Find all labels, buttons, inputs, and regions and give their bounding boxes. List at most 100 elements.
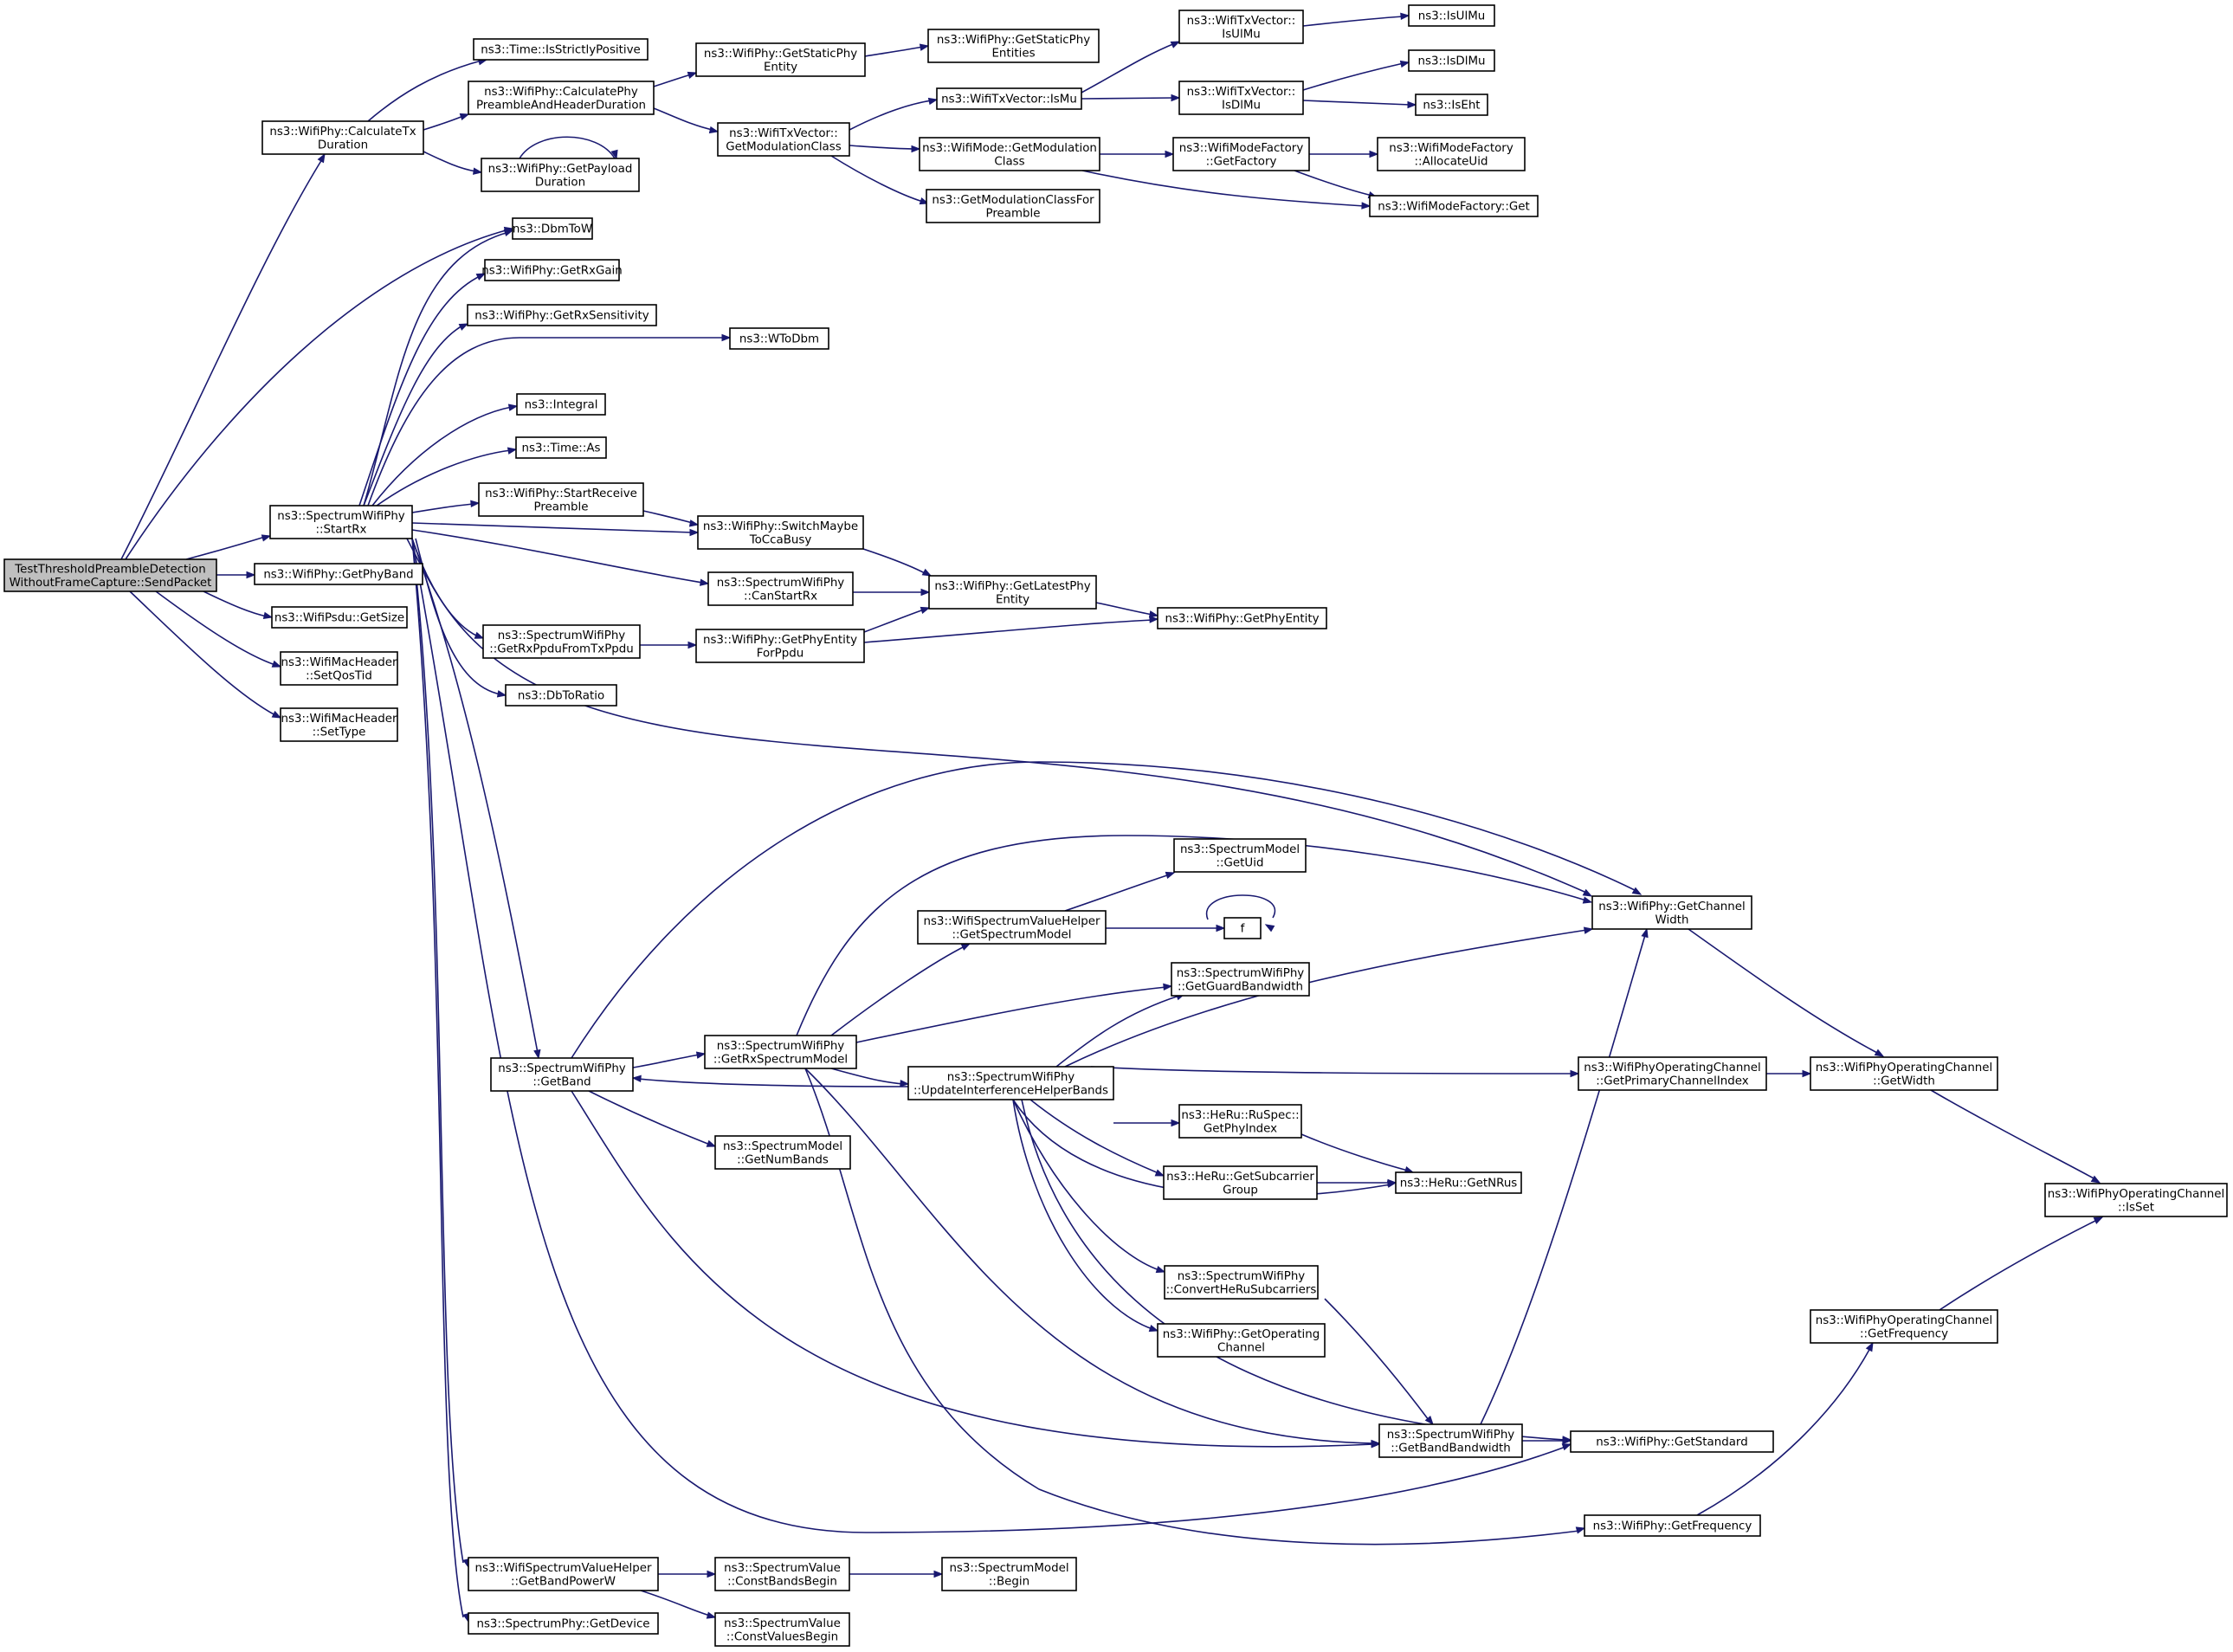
arrowhead-icon xyxy=(688,519,700,527)
edge-startRxS-to-wToDbm xyxy=(367,333,732,507)
node-cvb[interactable]: ns3::SpectrumValue::ConstValuesBegin xyxy=(714,1612,850,1647)
node-label: Width xyxy=(1655,913,1689,926)
node-cbb[interactable]: ns3::SpectrumValue::ConstBandsBegin xyxy=(714,1557,850,1591)
node-nRus[interactable]: ns3::HeRu::GetNRus xyxy=(1395,1171,1522,1194)
edge-txIsDlMu-to-isDlMu xyxy=(1302,60,1410,91)
node-wsvhModel[interactable]: ns3::WifiSpectrumValueHelper::GetSpectru… xyxy=(917,910,1107,945)
node-label: ns3::HeRu::GetSubcarrier xyxy=(1166,1171,1314,1184)
node-label: IsUlMu xyxy=(1222,28,1261,41)
node-guardBw[interactable]: ns3::SpectrumWifiPhy::GetGuardBandwidth xyxy=(1171,962,1310,997)
node-convHeRu[interactable]: ns3::SpectrumWifiPhy::ConvertHeRuSubcarr… xyxy=(1164,1265,1319,1300)
node-opWidth[interactable]: ns3::WifiPhyOperatingChannel::GetWidth xyxy=(1810,1056,1998,1091)
edge-txModClass-to-txIsMu xyxy=(849,97,939,131)
node-label: ::IsSet xyxy=(2118,1201,2154,1214)
node-txIsUlMu[interactable]: ns3::WifiTxVector::IsUlMu xyxy=(1178,10,1304,44)
node-smUid[interactable]: ns3::SpectrumModel::GetUid xyxy=(1173,838,1307,873)
arrowhead-icon xyxy=(1165,150,1175,158)
node-phyEntity[interactable]: ns3::WifiPhy::GetPhyEntity xyxy=(1157,607,1327,629)
edge-startRxS-to-rxSens xyxy=(363,323,469,507)
arrowhead-icon xyxy=(927,97,939,106)
edge-updIhb-to-subGroup xyxy=(1029,1099,1165,1177)
node-startRxS[interactable]: ns3::SpectrumWifiPhy::StartRx xyxy=(269,505,413,539)
node-primIdx[interactable]: ns3::WifiPhyOperatingChannel::GetPrimary… xyxy=(1578,1056,1767,1091)
node-txModClass[interactable]: ns3::WifiTxVector::GetModulationClass xyxy=(717,122,850,157)
node-label: ns3::WifiPhyOperatingChannel xyxy=(1816,1314,1993,1327)
edge-root-to-calcTx xyxy=(120,152,326,560)
node-calcPre[interactable]: ns3::WifiPhy::CalculatePhyPreambleAndHea… xyxy=(468,81,655,115)
node-rxGain[interactable]: ns3::WifiPhy::GetRxGain xyxy=(481,259,623,281)
node-label: ::SetType xyxy=(313,726,366,739)
edge-switchCca-to-latestPhy xyxy=(862,548,933,577)
arrowhead-icon xyxy=(1154,1169,1165,1177)
node-txIsMu[interactable]: ns3::WifiTxVector::IsMu xyxy=(936,87,1082,110)
arrowhead-icon xyxy=(1399,60,1410,68)
node-getStd[interactable]: ns3::WifiPhy::GetStandard xyxy=(1570,1430,1774,1453)
edge-modeModClass-to-getFactory xyxy=(1100,150,1175,158)
node-rxModel[interactable]: ns3::SpectrumWifiPhy::GetRxSpectrumModel xyxy=(704,1035,857,1069)
arrowhead-icon xyxy=(271,660,282,668)
node-getPhyBand[interactable]: ns3::WifiPhy::GetPhyBand xyxy=(254,563,423,585)
node-allocUid[interactable]: ns3::WifiModeFactory::AllocateUid xyxy=(1377,137,1526,171)
node-label: ns3::HeRu::RuSpec:: xyxy=(1181,1109,1299,1122)
arrowhead-icon xyxy=(687,641,698,649)
node-psduSize[interactable]: ns3::WifiPsdu::GetSize xyxy=(271,606,408,629)
node-label: ns3::WifiPhy::GetPhyEntity xyxy=(1165,613,1319,626)
node-smBegin[interactable]: ns3::SpectrumModel::Begin xyxy=(941,1557,1077,1591)
node-timeAs[interactable]: ns3::Time::As xyxy=(515,436,607,459)
node-getDevice[interactable]: ns3::SpectrumPhy::GetDevice xyxy=(468,1612,659,1635)
node-numBands[interactable]: ns3::SpectrumModel::GetNumBands xyxy=(714,1135,851,1170)
node-label: ::UpdateInterferenceHelperBands xyxy=(913,1084,1108,1097)
node-getBand[interactable]: ns3::SpectrumWifiPhy::GetBand xyxy=(490,1057,634,1092)
node-isEht[interactable]: ns3::IsEht xyxy=(1415,94,1488,116)
node-bandBw[interactable]: ns3::SpectrumWifiPhy::GetBandBandwidth xyxy=(1378,1423,1523,1458)
node-label: ns3::Time::As xyxy=(522,442,601,455)
node-canStart[interactable]: ns3::SpectrumWifiPhy::CanStartRx xyxy=(707,571,854,606)
node-ruPhyIdx[interactable]: ns3::HeRu::RuSpec::GetPhyIndex xyxy=(1178,1104,1302,1139)
node-isUlMu[interactable]: ns3::IsUlMu xyxy=(1408,4,1495,27)
node-fn[interactable]: f xyxy=(1223,917,1262,939)
arrowhead-icon xyxy=(706,1139,717,1147)
node-getFactory[interactable]: ns3::WifiModeFactory::GetFactory xyxy=(1172,137,1310,171)
arrowhead-icon xyxy=(1874,1049,1885,1057)
node-setType[interactable]: ns3::WifiMacHeader::SetType xyxy=(280,707,398,742)
edge-getBand-to-chWidth xyxy=(571,761,1642,1059)
node-isDlMu[interactable]: ns3::IsDlMu xyxy=(1408,49,1495,72)
node-root[interactable]: TestThresholdPreambleDetectionWithoutFra… xyxy=(3,558,217,592)
node-label: Duration xyxy=(535,176,585,189)
node-label: GetPhyIndex xyxy=(1204,1122,1277,1135)
node-opFreq[interactable]: ns3::WifiPhyOperatingChannel::GetFrequen… xyxy=(1810,1309,1998,1344)
node-label: ::StartRx xyxy=(316,523,367,536)
node-integral[interactable]: ns3::Integral xyxy=(516,393,606,416)
node-modeModClass[interactable]: ns3::WifiMode::GetModulationClass xyxy=(919,137,1100,171)
node-getFreq[interactable]: ns3::WifiPhy::GetFrequency xyxy=(1584,1514,1761,1537)
node-dbmToW[interactable]: ns3::DbmToW xyxy=(512,217,593,240)
node-txIsDlMu[interactable]: ns3::WifiTxVector::IsDlMu xyxy=(1178,81,1304,115)
node-label: ns3::WifiTxVector::IsMu xyxy=(941,94,1077,106)
node-label: PreambleAndHeaderDuration xyxy=(476,99,646,112)
node-factGet[interactable]: ns3::WifiModeFactory::Get xyxy=(1369,195,1539,217)
node-wToDbm[interactable]: ns3::WToDbm xyxy=(729,327,829,350)
node-updIhb[interactable]: ns3::SpectrumWifiPhy::UpdateInterference… xyxy=(907,1066,1114,1100)
node-isStrict[interactable]: ns3::Time::IsStrictlyPositive xyxy=(473,38,649,61)
node-setQos[interactable]: ns3::WifiMacHeader::SetQosTid xyxy=(280,651,398,686)
arrowhead-icon xyxy=(1165,871,1176,879)
node-bandPow[interactable]: ns3::WifiSpectrumValueHelper::GetBandPow… xyxy=(468,1557,659,1591)
arrowhead-icon xyxy=(920,606,931,614)
node-rxSens[interactable]: ns3::WifiPhy::GetRxSensitivity xyxy=(467,304,657,326)
node-isSet[interactable]: ns3::WifiPhyOperatingChannel::IsSet xyxy=(2044,1183,2228,1217)
node-rxPpdu[interactable]: ns3::SpectrumWifiPhy::GetRxPpduFromTxPpd… xyxy=(482,624,641,659)
node-dbToRatio[interactable]: ns3::DbToRatio xyxy=(505,684,617,707)
edge-txModClass-to-modeModClass xyxy=(849,145,921,153)
